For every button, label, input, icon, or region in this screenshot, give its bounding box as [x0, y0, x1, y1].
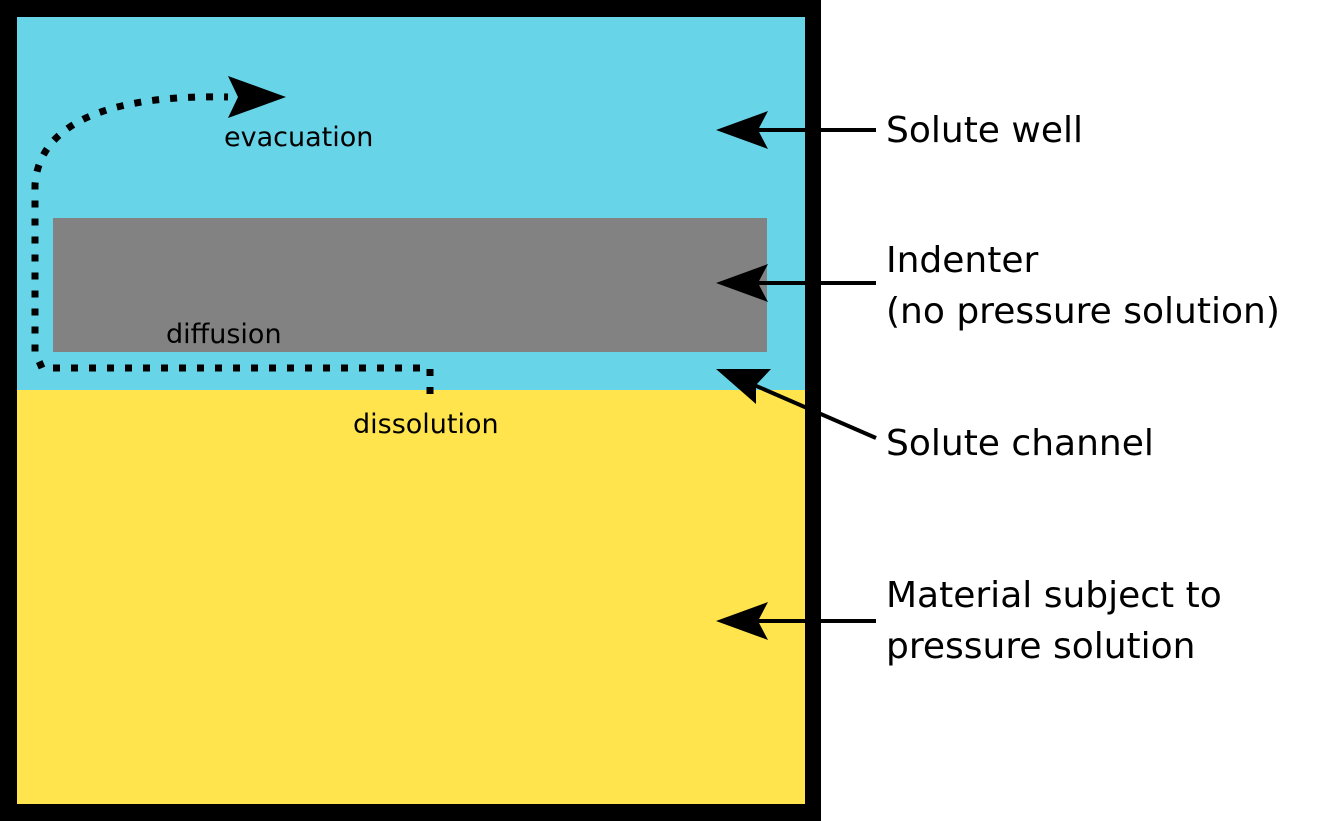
material-label-line1: Material subject to: [886, 575, 1222, 616]
material-label-line2: pressure solution: [886, 626, 1196, 667]
callout-solute-well: [716, 111, 876, 149]
diffusion-label: diffusion: [166, 319, 282, 350]
evacuation-label: evacuation: [224, 122, 373, 153]
solute-transport-path: [31, 93, 434, 394]
solute-well-label: Solute well: [886, 110, 1083, 151]
solute-channel-label: Solute channel: [886, 423, 1154, 464]
indenter-label: Indenter: [886, 240, 1039, 281]
callout-material: [716, 602, 876, 640]
callout-indenter: [716, 264, 876, 302]
callout-arrowhead: [716, 264, 768, 302]
evacuation-arrowhead: [228, 76, 286, 118]
callout-arrowhead: [716, 602, 768, 640]
callout-solute-channel: [716, 369, 877, 440]
material-region: [17, 390, 805, 804]
callout-arrowhead: [716, 369, 771, 404]
indenter-label-note: (no pressure solution): [886, 291, 1280, 332]
indenter-block: [53, 218, 767, 352]
dissolution-label: dissolution: [353, 409, 499, 440]
callout-arrowhead: [716, 111, 768, 149]
